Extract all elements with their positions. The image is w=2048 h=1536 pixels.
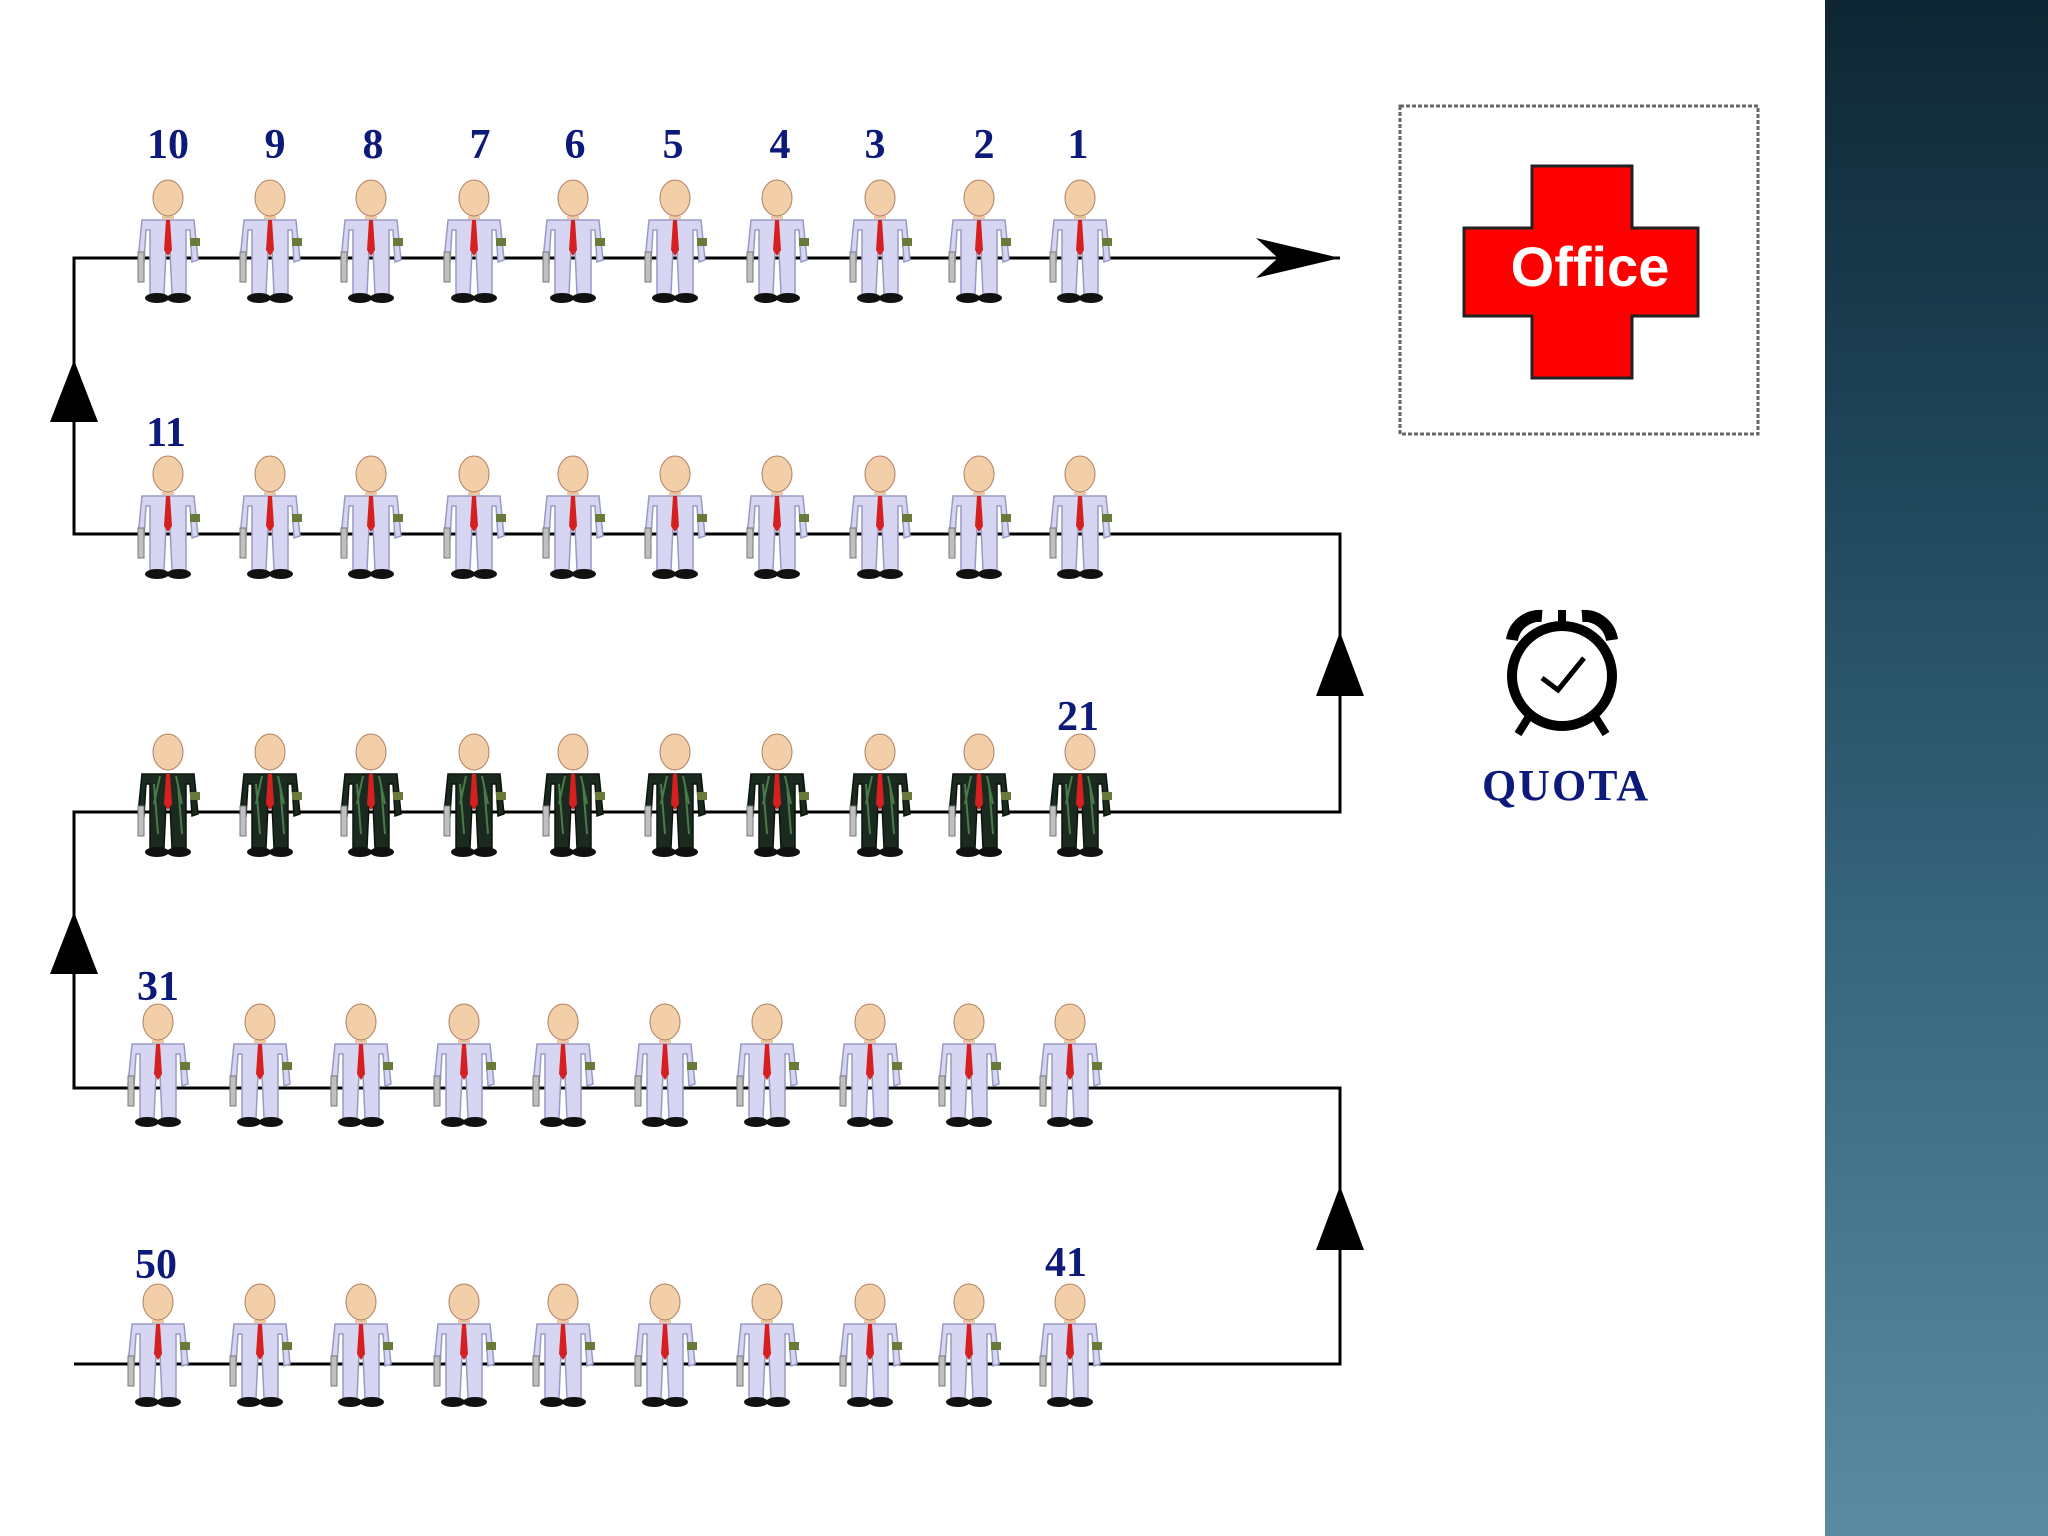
- queue-number-6: 6: [565, 122, 586, 168]
- person-icon: [542, 455, 606, 580]
- office-label: Office: [1511, 235, 1670, 298]
- queue-number-9: 9: [265, 122, 286, 168]
- queue-diagram: 10 9 8 7 6 5 4 3 2 1 11 21 31 50 41 Offi…: [50, 104, 1760, 1408]
- quota-label: QUOTA: [1482, 761, 1650, 810]
- person-icon: [1039, 1003, 1103, 1128]
- person-icon: [137, 455, 201, 580]
- person-icon: [1049, 179, 1113, 304]
- row-numbers-top: 10 9 8 7 6 5 4 3 2 1: [147, 122, 1089, 168]
- arrow-icon: [1316, 632, 1364, 696]
- person-icon: [634, 1283, 698, 1408]
- person-icon: [746, 179, 810, 304]
- person-icon: [330, 1283, 394, 1408]
- person-icon: [340, 455, 404, 580]
- person-icon: [229, 1003, 293, 1128]
- queue-number-8: 8: [363, 122, 384, 168]
- queue-number-50: 50: [135, 1242, 177, 1288]
- person-icon: [330, 1003, 394, 1128]
- office-cross-icon: [1462, 164, 1700, 380]
- person-icon: [948, 733, 1012, 858]
- person-icon: [938, 1003, 1002, 1128]
- queue-number-21: 21: [1057, 694, 1099, 740]
- slide-canvas: 10 9 8 7 6 5 4 3 2 1 11 21 31 50 41 Offi…: [50, 104, 1760, 1408]
- person-icon: [849, 455, 913, 580]
- person-icon: [634, 1003, 698, 1128]
- queue-number-31: 31: [137, 964, 179, 1010]
- person-icon: [849, 179, 913, 304]
- person-icon: [736, 1003, 800, 1128]
- person-icon: [938, 1283, 1002, 1408]
- person-icon: [532, 1283, 596, 1408]
- person-icon: [127, 1003, 191, 1128]
- person-icon: [127, 1283, 191, 1408]
- queue-number-11: 11: [146, 410, 186, 456]
- queue-number-2: 2: [974, 122, 995, 168]
- arrow-icon: [1316, 1186, 1364, 1250]
- arrow-icon: [50, 912, 98, 974]
- arrow-icon: [50, 360, 98, 422]
- person-icon: [137, 179, 201, 304]
- person-icon: [644, 455, 708, 580]
- person-icon: [443, 179, 507, 304]
- arrow-icon: [1256, 238, 1340, 278]
- person-icon: [239, 179, 303, 304]
- person-icon: [644, 179, 708, 304]
- person-icon: [340, 179, 404, 304]
- person-icon: [948, 455, 1012, 580]
- queue-number-5: 5: [663, 122, 684, 168]
- person-icon: [1039, 1283, 1103, 1408]
- person-icon: [532, 1003, 596, 1128]
- person-icon: [542, 733, 606, 858]
- person-icon: [746, 733, 810, 858]
- person-icon: [736, 1283, 800, 1408]
- person-icon: [746, 455, 810, 580]
- person-icon: [839, 1283, 903, 1408]
- queue-number-10: 10: [147, 122, 189, 168]
- queue-number-41: 41: [1045, 1240, 1087, 1286]
- queue-number-7: 7: [470, 122, 491, 168]
- person-icon: [433, 1283, 497, 1408]
- person-icon: [340, 733, 404, 858]
- office-box: Office: [1398, 104, 1760, 436]
- alarm-clock-icon: [1506, 609, 1618, 737]
- person-icon: [644, 733, 708, 858]
- person-icon: [239, 733, 303, 858]
- person-icon: [137, 733, 201, 858]
- queue-number-3: 3: [865, 122, 886, 168]
- side-decoration-panel: [1825, 0, 2048, 1536]
- person-icon: [229, 1283, 293, 1408]
- queue-number-4: 4: [770, 122, 791, 168]
- person-icon: [948, 179, 1012, 304]
- person-icon: [239, 455, 303, 580]
- person-icon: [542, 179, 606, 304]
- person-icon: [1049, 455, 1113, 580]
- person-icon: [1049, 733, 1113, 858]
- person-icon: [839, 1003, 903, 1128]
- queue-number-1: 1: [1068, 122, 1089, 168]
- person-icon: [443, 733, 507, 858]
- person-icon: [849, 733, 913, 858]
- person-icon: [443, 455, 507, 580]
- person-icon: [433, 1003, 497, 1128]
